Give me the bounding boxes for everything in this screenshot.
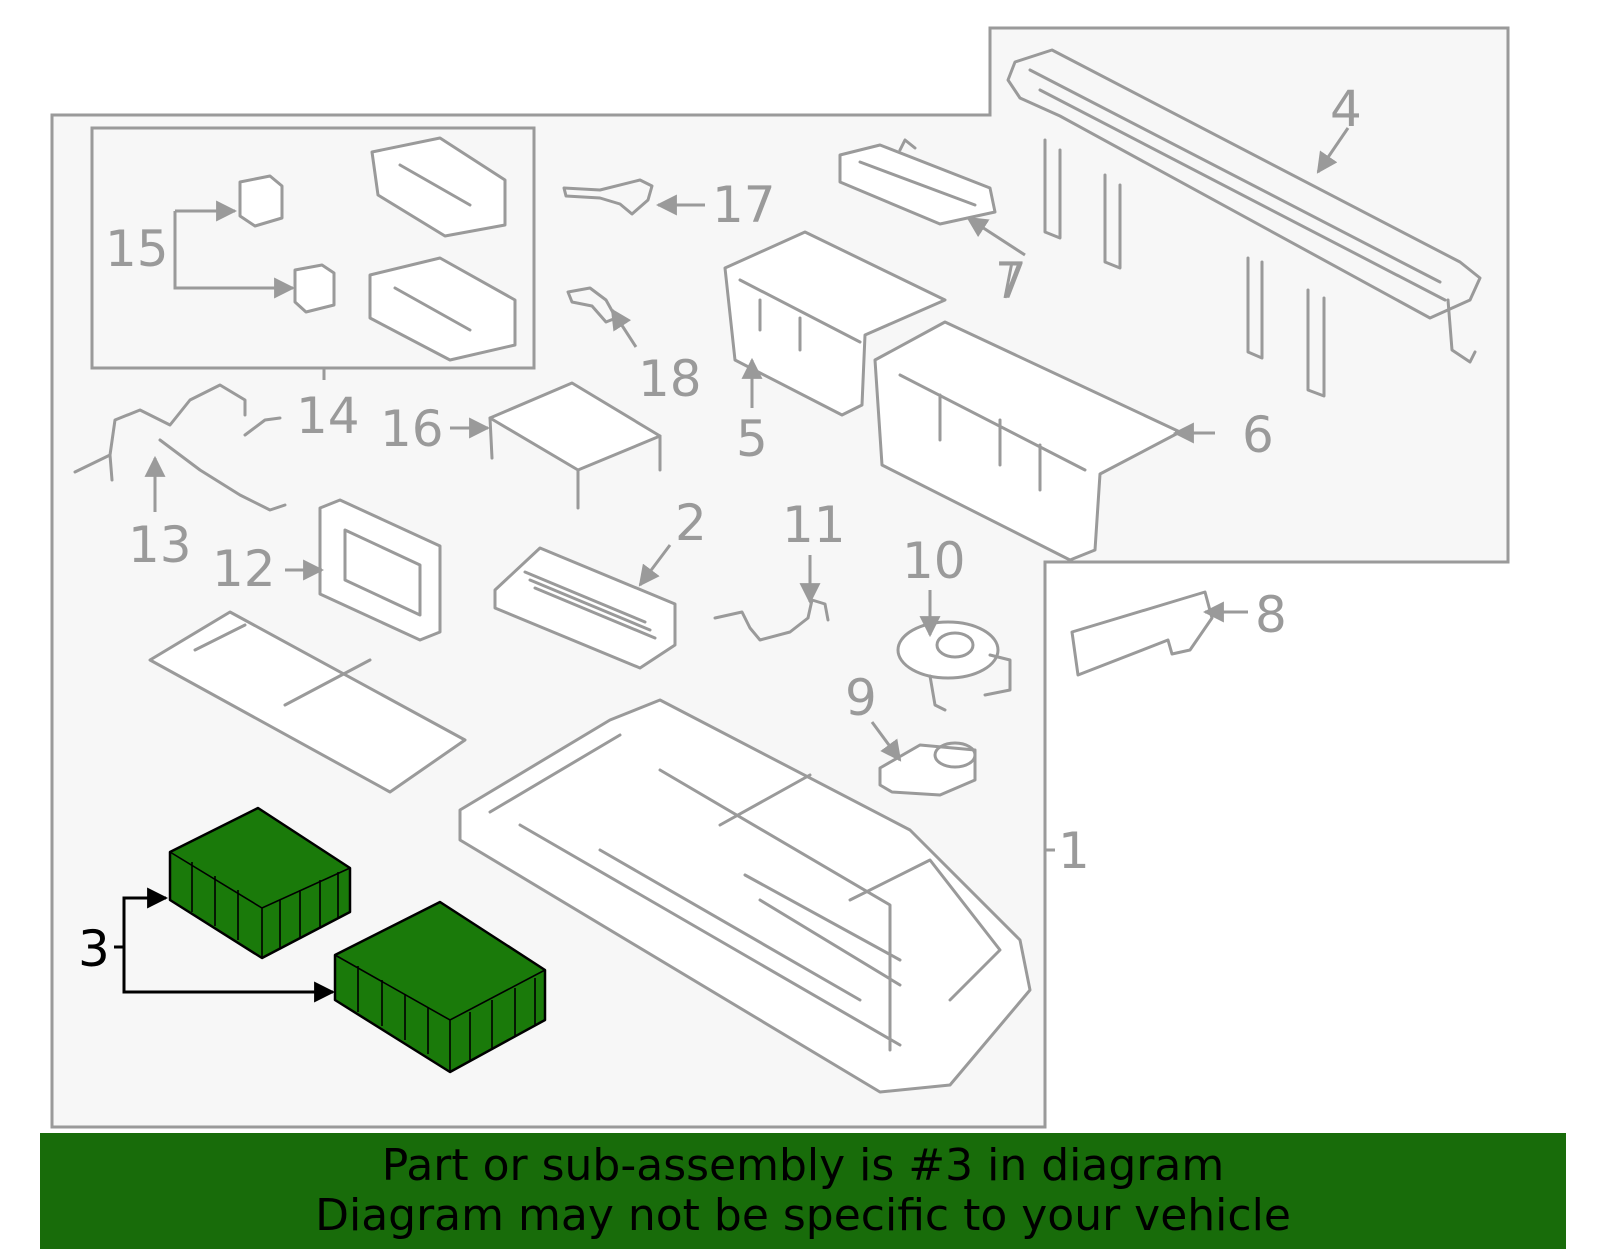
callout-11: 11 xyxy=(782,496,846,554)
leader-lines xyxy=(114,127,1350,1003)
callout-15: 15 xyxy=(105,220,169,278)
part-14-junction-box[interactable] xyxy=(368,136,517,362)
callout-2: 2 xyxy=(675,494,707,552)
callout-17: 17 xyxy=(712,176,776,234)
banner-line-2: Diagram may not be specific to your vehi… xyxy=(315,1190,1291,1241)
part-8-air-duct[interactable] xyxy=(1070,590,1214,677)
callout-13: 13 xyxy=(128,516,192,574)
part-6-cover[interactable] xyxy=(873,320,1182,562)
callout-12: 12 xyxy=(212,540,276,598)
cover-panel xyxy=(148,610,467,794)
part-1-battery-tray[interactable] xyxy=(458,698,1032,1094)
callout-6: 6 xyxy=(1242,406,1274,464)
part-7-bracket[interactable] xyxy=(838,138,997,226)
part-9-duct[interactable] xyxy=(878,741,977,797)
callout-4: 4 xyxy=(1330,80,1362,138)
part-11-sensor-wire[interactable] xyxy=(713,598,830,642)
part-15-relays[interactable] xyxy=(238,174,336,314)
part-3-battery-cells[interactable] xyxy=(168,806,547,1074)
callout-9: 9 xyxy=(845,669,877,727)
callout-3: 3 xyxy=(78,920,110,978)
callout-10: 10 xyxy=(902,532,966,590)
callout-5: 5 xyxy=(736,410,768,468)
callout-7: 7 xyxy=(995,252,1027,310)
callout-14: 14 xyxy=(296,387,360,445)
callout-1: 1 xyxy=(1058,822,1090,880)
callout-18: 18 xyxy=(638,350,702,408)
part-2-control-module[interactable] xyxy=(493,546,677,670)
notice-banner: Part or sub-assembly is #3 in diagram Di… xyxy=(40,1133,1566,1249)
part-17-clip[interactable] xyxy=(562,178,654,216)
part-4-cross-member[interactable] xyxy=(1006,48,1482,398)
callout-16: 16 xyxy=(380,400,444,458)
sub-group-frame xyxy=(90,126,536,370)
part-13-wiring-harness[interactable] xyxy=(73,383,287,512)
part-12-cover[interactable] xyxy=(318,498,442,642)
banner-line-1: Part or sub-assembly is #3 in diagram xyxy=(381,1140,1225,1191)
part-16-bracket[interactable] xyxy=(488,381,662,510)
callout-8: 8 xyxy=(1255,586,1287,644)
